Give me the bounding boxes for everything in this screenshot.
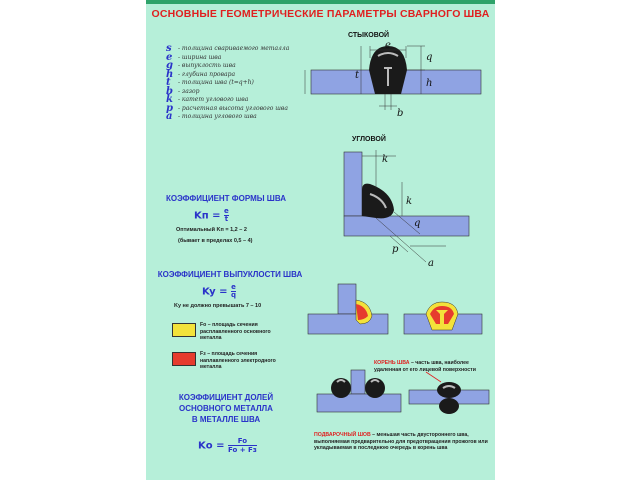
form-coef-formula: Kп = e t bbox=[194, 207, 229, 223]
dim-k2: k bbox=[406, 196, 412, 207]
base-metal-text: Fo – площадь сечения расплавленного осно… bbox=[200, 322, 271, 341]
dim-p: p bbox=[392, 244, 399, 255]
poster-title: ОСНОВНЫЕ ГЕОМЕТРИЧЕСКИЕ ПАРАМЕТРЫ СВАРНО… bbox=[151, 8, 490, 20]
form-coef-range: (бывает в пределах 0,5 – 4) bbox=[178, 238, 253, 244]
convex-coef-formula: Ky = e q bbox=[202, 283, 236, 299]
legend-row: h- глубина провара bbox=[166, 68, 236, 80]
legend-row: e- ширина шва bbox=[166, 51, 222, 63]
root-note: КОРЕНЬ ШВА – часть шва, наиболее удаленн… bbox=[374, 360, 476, 373]
dim-e: e bbox=[385, 40, 391, 51]
form-coef-optimal: Оптимальный Kп = 1,2 – 2 bbox=[176, 227, 247, 233]
legend-row: b- зазор bbox=[166, 85, 200, 97]
share-coef-formula: Kо = Fo Fo + Fз bbox=[198, 437, 257, 454]
legend-row: t- толщина шва (t=q+h) bbox=[166, 77, 254, 88]
underweld-note: ПОДВАРОЧНЫЙ ШОВ – меньшая часть двусторо… bbox=[314, 432, 488, 451]
convex-coef-heading: КОЭФФИЦИЕНТ ВЫПУКЛОСТИ ШВА bbox=[157, 270, 303, 279]
dim-q: q bbox=[426, 52, 432, 63]
fillet-joint-label: УГЛОВОЙ bbox=[352, 136, 386, 143]
dim-h: h bbox=[426, 78, 432, 89]
legend-row: p- расчетная высота углового шва bbox=[166, 102, 288, 114]
dim-k1: k bbox=[382, 154, 388, 165]
fillet-joint-diagram: k k q p a bbox=[343, 150, 470, 269]
butt-joint-diagram: e q h s t b bbox=[304, 40, 482, 119]
top-bar bbox=[146, 0, 495, 4]
symbol-legend: s- толщина свариваемого металла e- ширин… bbox=[166, 43, 296, 122]
electrode-metal-text: Fз – площадь сечения наплавленного элект… bbox=[200, 351, 276, 370]
convex-coef-limit: Ky не должно превышать 7 – 10 bbox=[174, 303, 262, 309]
share-coef-heading: КОЭФФИЦИЕНТ ДОЛЕЙ ОСНОВНОГО МЕТАЛЛА В МЕ… bbox=[178, 393, 274, 424]
form-coef-heading: КОЭФФИЦИЕНТ ФОРМЫ ШВА bbox=[165, 194, 286, 203]
dim-b: b bbox=[397, 108, 403, 119]
legend-row: g- выпуклость шва bbox=[166, 60, 236, 71]
root-diagrams bbox=[316, 369, 490, 414]
dim-t: t bbox=[355, 70, 360, 81]
legend-row: s- толщина свариваемого металла bbox=[166, 43, 290, 54]
legend-row: k- катет углового шва bbox=[166, 94, 249, 105]
base-metal-swatch bbox=[172, 323, 196, 337]
poster: ОСНОВНЫЕ ГЕОМЕТРИЧЕСКИЕ ПАРАМЕТРЫ СВАРНО… bbox=[146, 0, 495, 480]
dim-q-fillet: q bbox=[414, 218, 420, 229]
butt-joint-label: СТЫКОВОЙ bbox=[348, 32, 390, 39]
electrode-metal-swatch bbox=[172, 352, 196, 366]
dim-a: a bbox=[428, 258, 434, 269]
fusion-diagrams bbox=[307, 283, 483, 335]
legend-row: a- толщина углового шва bbox=[166, 111, 257, 122]
